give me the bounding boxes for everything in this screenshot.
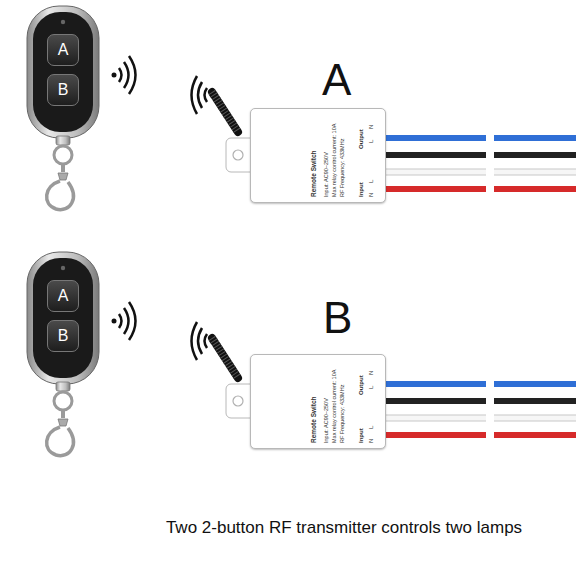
module-print: Output	[358, 375, 364, 395]
relay-module: Remote Switch Input: AC90~250VMax relay c…	[250, 108, 386, 203]
module-print: Input	[358, 428, 364, 443]
signal-waves	[112, 56, 136, 94]
channel-label: A	[322, 58, 351, 102]
module-print: N	[368, 193, 374, 197]
fob-button: B	[47, 74, 79, 106]
module-print: L	[368, 386, 374, 389]
module-print: Input: AC90~250V	[324, 152, 330, 197]
module-print: RF Frequency: 433MHz	[340, 139, 346, 197]
module-print: N	[368, 371, 374, 375]
module-print: L	[368, 426, 374, 429]
module-print: RF Frequency: 433MHz	[340, 385, 346, 443]
button-letter: B	[58, 81, 69, 99]
fob-button: B	[47, 320, 79, 352]
signal-waves	[112, 302, 136, 340]
module-print: Remote Switch	[311, 150, 318, 197]
module-print: Input	[358, 182, 364, 197]
channel-label: B	[323, 296, 352, 340]
caption: Two 2-button RF transmitter controls two…	[166, 518, 522, 538]
button-letter: A	[58, 287, 69, 305]
key-fob	[27, 6, 99, 210]
button-letter: A	[58, 41, 69, 59]
module-print: Remote Switch	[311, 396, 318, 443]
key-fob	[27, 252, 99, 456]
fob-button: A	[47, 34, 79, 66]
module-print: L	[368, 180, 374, 183]
module-print: Max relay control current: 10A	[332, 370, 338, 443]
module-print: Max relay control current: 10A	[332, 124, 338, 197]
module-print: L	[368, 140, 374, 143]
relay-module: Remote Switch Input: AC90~250VMax relay c…	[250, 354, 386, 449]
fob-button: A	[47, 280, 79, 312]
button-letter: B	[58, 327, 69, 345]
module-print: N	[368, 439, 374, 443]
module-print: N	[368, 125, 374, 129]
module-print: Input: AC90~250V	[324, 398, 330, 443]
module-print: Output	[358, 129, 364, 149]
